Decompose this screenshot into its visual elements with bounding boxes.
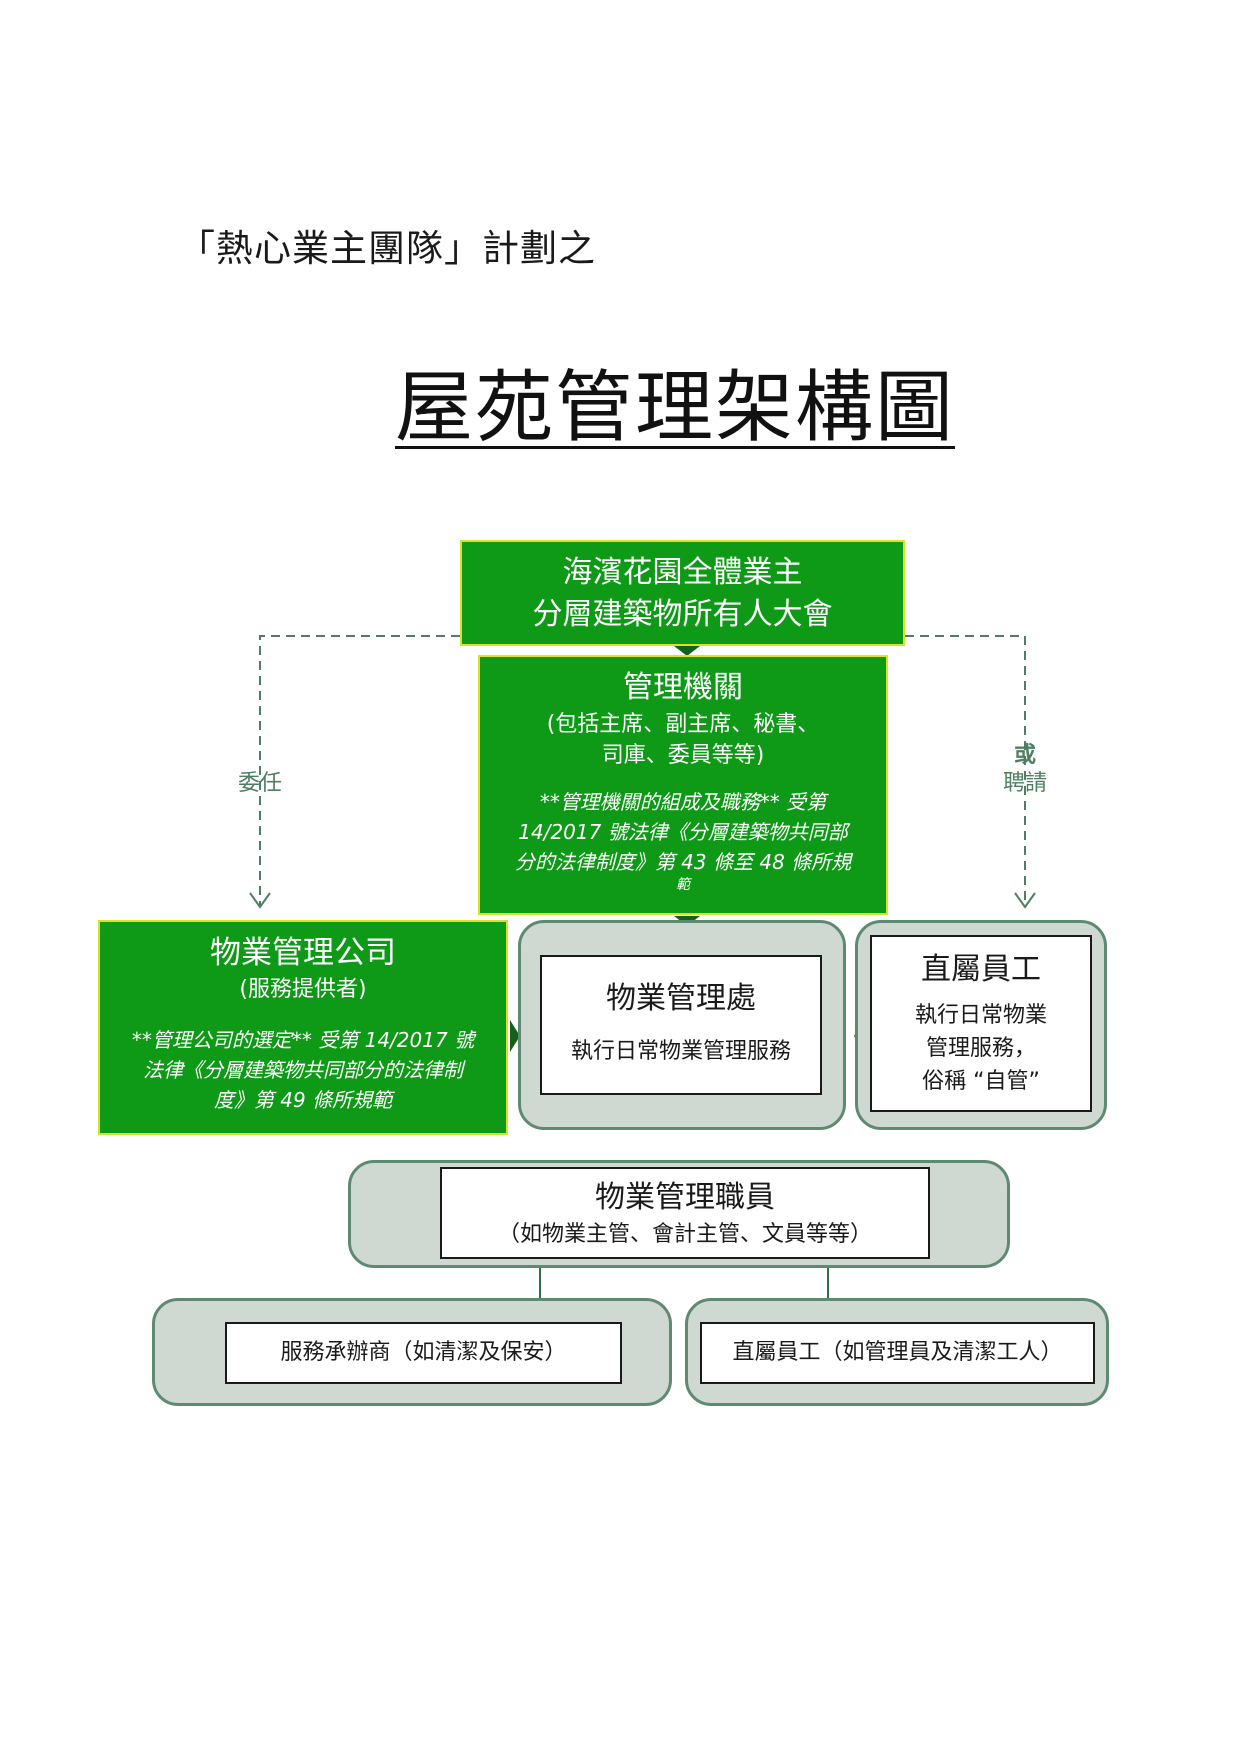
- company-title: 物業管理公司: [210, 935, 396, 971]
- management-staff-box: 物業管理職員 （如物業主管、會計主管、文員等等）: [440, 1167, 930, 1259]
- company-pointer: [510, 1020, 520, 1052]
- company-note2: 法律《分層建築物共同部分的法律制: [143, 1058, 463, 1082]
- company-sub: (服務提供者): [239, 977, 367, 1002]
- hire-arrowhead: [1014, 892, 1036, 909]
- direct-title: 直屬員工: [921, 952, 1041, 987]
- workers-text: 直屬員工（如管理員及清潔工人）: [732, 1340, 1063, 1365]
- office-desc: 執行日常物業管理服務: [570, 1039, 791, 1064]
- committee-sub1: (包括主席、副主席、秘書、: [546, 712, 820, 737]
- owners-line2: 分層建築物所有人大會: [532, 597, 833, 632]
- owners-assembly-box: 海濱花園全體業主 分層建築物所有人大會: [460, 540, 905, 646]
- workers-box: 直屬員工（如管理員及清潔工人）: [700, 1322, 1095, 1384]
- direct-desc2: 管理服務，: [925, 1036, 1036, 1061]
- committee-sub2: 司庫、委員等等): [601, 743, 765, 768]
- office-title: 物業管理處: [606, 981, 756, 1016]
- management-company-box: 物業管理公司 (服務提供者) **管理公司的選定** 受第 14/2017 號 …: [98, 920, 508, 1135]
- direct-staff-box: 直屬員工 執行日常物業 管理服務， 俗稱 “自管”: [870, 935, 1092, 1112]
- committee-note1: **管理機關的組成及職務** 受第: [539, 790, 827, 814]
- or-label: 或: [1013, 743, 1036, 768]
- owners-pointer: [674, 646, 700, 656]
- management-office-box: 物業管理處 執行日常物業管理服務: [540, 955, 822, 1095]
- appoint-arrowhead: [249, 892, 271, 909]
- committee-note2: 14/2017 號法律《分層建築物共同部: [518, 820, 848, 844]
- company-note3: 度》第 49 條所規範: [213, 1088, 393, 1112]
- hire-connector: [905, 635, 1026, 905]
- staff-title: 物業管理職員: [595, 1180, 775, 1215]
- contractor-box: 服務承辦商（如清潔及保安）: [225, 1322, 622, 1384]
- hire-label: 聘請: [1002, 771, 1047, 796]
- appoint-connector: [259, 635, 460, 905]
- direct-desc3: 俗稱 “自管”: [922, 1069, 1040, 1094]
- staff-desc: （如物業主管、會計主管、文員等等）: [497, 1222, 872, 1247]
- company-note1: **管理公司的選定** 受第 14/2017 號: [131, 1028, 475, 1052]
- subtitle: 「熱心業主團隊」計劃之: [178, 227, 596, 270]
- committee-note4: 範: [676, 877, 690, 893]
- contractor-text: 服務承辦商（如清潔及保安）: [280, 1340, 567, 1365]
- direct-desc1: 執行日常物業: [914, 1003, 1047, 1028]
- management-committee-box: 管理機關 (包括主席、副主席、秘書、 司庫、委員等等) **管理機關的組成及職務…: [478, 655, 888, 915]
- owners-line1: 海濱花園全體業主: [562, 555, 803, 590]
- appoint-label: 委任: [237, 771, 282, 796]
- committee-note3: 分的法律制度》第 43 條至 48 條所規: [514, 850, 852, 874]
- page-title: 屋苑管理架構圖: [395, 363, 956, 453]
- committee-title: 管理機關: [623, 670, 743, 705]
